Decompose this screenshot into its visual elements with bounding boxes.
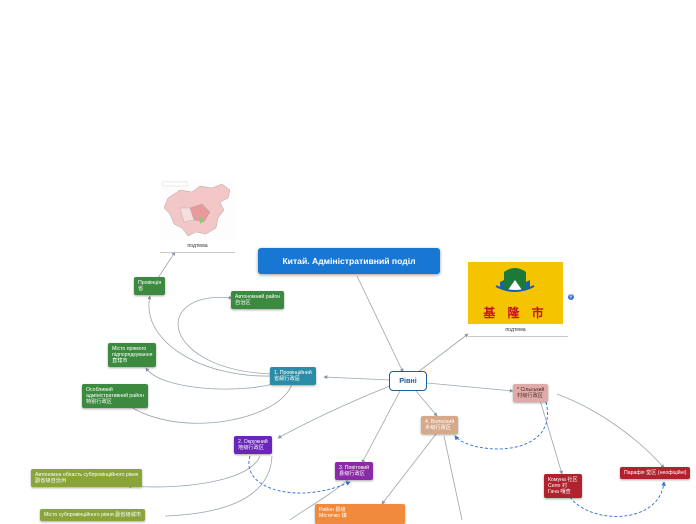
node-sar-label: Особливий (86, 387, 113, 393)
node-municipality-sub: 直辖市 (112, 358, 128, 364)
keelung-logo-text: 基 隆 市 (483, 306, 548, 320)
link-root-township (415, 390, 438, 417)
china-map-image[interactable] (160, 180, 235, 240)
keelung-logo-image[interactable]: 基 隆 市 (468, 262, 563, 324)
root-node-levels[interactable]: Рівні (389, 371, 427, 391)
link-provincial-autonomous (177, 295, 273, 375)
link-prefectural-city (164, 455, 273, 517)
node-commune-label-2: Село 村 (548, 483, 568, 489)
link-root-prefectural (277, 385, 391, 439)
node-prefectural-label: 2. Окружний (238, 439, 268, 445)
node-auto-prefecture-label: Автономна область субпровінційного рівня (35, 472, 139, 478)
node-province-sub: 省 (138, 286, 144, 292)
node-provincial[interactable]: 1. Провінційний 省級行政區 (270, 367, 316, 385)
node-municipality-label: Місто прямого (112, 346, 147, 352)
node-district-label-2: Містечко 镇 (319, 513, 347, 519)
link-county-district (289, 477, 351, 520)
link-root-village (426, 382, 514, 393)
link-township-district (381, 433, 437, 505)
keelung-separator (468, 336, 568, 337)
link-village-commune (539, 399, 563, 475)
node-commune-label: Комуна 社区 (548, 477, 578, 483)
dash-commune-parish (569, 481, 666, 517)
link-root-provincial (323, 375, 391, 381)
central-topic-title[interactable]: Китай. Адміністративний поділ (258, 248, 440, 274)
node-sar-label-2: адміністративний район (86, 393, 144, 399)
link-title-root (356, 275, 404, 373)
node-municipality[interactable]: Місто прямого підпорядкування 直辖市 (108, 343, 157, 367)
node-township[interactable]: 4. Волосний 乡级行政区 (421, 416, 459, 434)
link-provincial-province (147, 295, 273, 377)
keelung-caption: подтема (505, 327, 526, 333)
node-township-sub: 乡级行政区 (425, 425, 451, 431)
node-municipality-label-2: підпорядкування (112, 352, 153, 358)
node-provincial-label: 1. Провінційний (274, 370, 312, 376)
node-autonomous-region-label: Автономний район (235, 294, 281, 300)
link-province-map (157, 251, 176, 279)
node-prefectural[interactable]: 2. Окружний 地级行政区 (234, 436, 272, 454)
dash-prefectural-county (248, 455, 351, 494)
node-district[interactable]: Район 县级 Містечко 镇 (315, 504, 405, 524)
link-provincial-municipality (145, 367, 281, 390)
node-village-sub: 村级行政区 (517, 393, 543, 399)
node-county-sub: 县级行政区 (339, 471, 365, 477)
node-parish[interactable]: Парафія 堂区 (неофіційні) (620, 467, 691, 479)
china-map-caption: подтема (187, 243, 208, 249)
link-root-county (361, 390, 401, 464)
node-autonomous-region[interactable]: Автономний район 自治区 (231, 291, 285, 309)
node-county[interactable]: 3. Повітовий 县级行政区 (335, 462, 374, 480)
node-subprov-city-label: Місто субпровінційного рівня 副省级城市 (44, 512, 142, 518)
node-commune[interactable]: Комуна 社区 Село 村 Гача 嘎查 (544, 474, 582, 498)
link-township-down (443, 435, 463, 520)
node-subprov-city[interactable]: Місто субпровінційного рівня 副省级城市 (40, 509, 146, 521)
node-province[interactable]: Провінція 省 (134, 277, 166, 295)
node-sar[interactable]: Особливий адміністративний район 特别行政区 (82, 384, 148, 408)
link-prefectural-auto (127, 455, 261, 489)
link-provincial-sar (127, 383, 293, 424)
node-district-label: Район 县级 (319, 507, 346, 513)
node-province-label: Провінція (138, 280, 162, 286)
node-prefectural-sub: 地级行政区 (238, 445, 264, 451)
node-sar-sub: 特别行政区 (86, 399, 112, 405)
link-village-parish (556, 393, 665, 469)
node-auto-prefecture-sub: 副省级自治州 (35, 478, 67, 484)
node-village-label: * Сільський (517, 387, 545, 393)
link-icon[interactable]: ⚲ (568, 294, 574, 300)
link-root-keelung (417, 333, 469, 373)
china-map-separator (160, 252, 235, 253)
node-village[interactable]: * Сільський 村级行政区 (513, 384, 549, 402)
node-parish-label: Парафія 堂区 (неофіційні) (624, 470, 687, 476)
node-autonomous-region-sub: 自治区 (235, 300, 251, 306)
node-county-label: 3. Повітовий (339, 465, 370, 471)
node-provincial-sub: 省級行政區 (274, 376, 300, 382)
node-auto-prefecture[interactable]: Автономна область субпровінційного рівня… (31, 469, 143, 487)
dash-village-township (454, 401, 548, 450)
node-commune-label-3: Гача 嘎查 (548, 489, 571, 495)
node-township-label: 4. Волосний (425, 419, 455, 425)
